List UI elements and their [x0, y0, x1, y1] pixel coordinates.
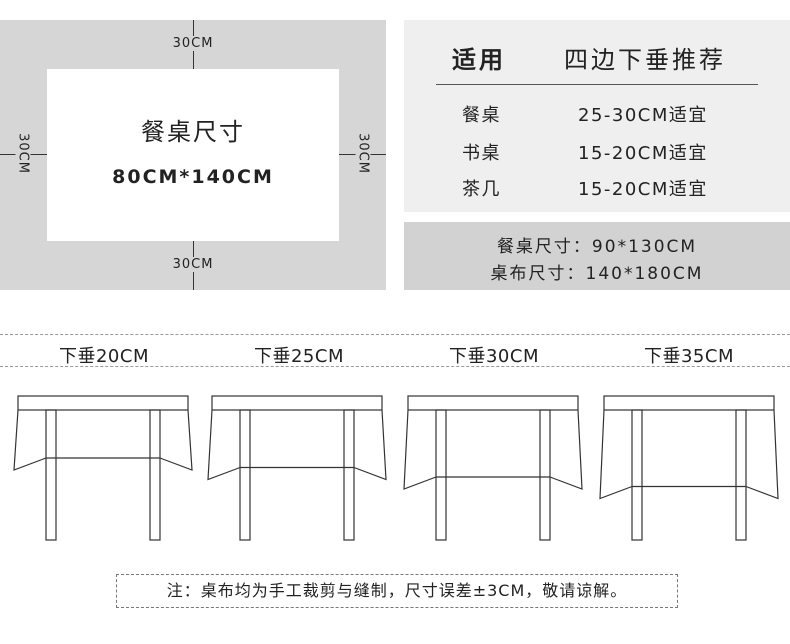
row-value: 25-30CM适宜 — [578, 105, 708, 126]
drop-illustrations — [13, 395, 779, 541]
cloth-size-line: 桌布尺寸：140*180CM — [490, 264, 704, 284]
table-size-line: 餐桌尺寸：90*130CM — [496, 237, 698, 257]
drop-label: 下垂30CM — [448, 346, 539, 367]
bottom-dashed-divider — [0, 366, 790, 367]
drop-label: 下垂35CM — [643, 346, 734, 367]
table-leg — [343, 409, 355, 541]
table-top-1 — [17, 395, 189, 411]
bottom-margin-label: 30CM — [143, 257, 243, 272]
header-divider — [436, 84, 758, 85]
top-dashed-divider — [0, 334, 790, 335]
footer-note: 注：桌布均为手工裁剪与缝制，尺寸误差±3CM，敬请谅解。 — [116, 574, 678, 608]
table-leg — [435, 409, 447, 541]
table-top — [47, 69, 339, 241]
tablecloth-drape-2 — [207, 409, 387, 481]
table-label: 餐桌尺寸 — [141, 118, 245, 146]
table-leg — [149, 409, 161, 541]
table-top-4 — [603, 395, 775, 411]
table-leg — [239, 409, 251, 541]
right-margin-wrap: 30CM — [355, 104, 371, 204]
table-top-3 — [407, 395, 579, 411]
table-leg — [45, 409, 57, 541]
table-leg — [539, 409, 551, 541]
row-value: 15-20CM适宜 — [578, 179, 708, 200]
left-margin-label: 30CM — [15, 130, 31, 177]
tablecloth-drape-4 — [599, 409, 779, 500]
header-right: 四边下垂推荐 — [564, 46, 726, 74]
tablecloth-drape-3 — [403, 409, 583, 490]
header-left: 适用 — [452, 46, 506, 74]
table-top-2 — [211, 395, 383, 411]
tablecloth-drape-1 — [13, 409, 193, 471]
row-value: 15-20CM适宜 — [578, 143, 708, 164]
row-item: 餐桌 — [462, 105, 501, 126]
recommend-panel — [404, 20, 790, 212]
size-note-box — [404, 222, 790, 290]
table-leg — [735, 409, 747, 541]
row-item: 茶几 — [462, 179, 501, 200]
row-item: 书桌 — [462, 143, 501, 164]
top-margin-label: 30CM — [143, 36, 243, 51]
drop-label: 下垂25CM — [253, 346, 344, 367]
right-margin-label: 30CM — [355, 130, 371, 177]
left-margin-wrap: 30CM — [15, 104, 31, 204]
drop-label: 下垂20CM — [58, 346, 149, 367]
table-size: 80CM*140CM — [112, 166, 274, 188]
table-leg — [631, 409, 643, 541]
